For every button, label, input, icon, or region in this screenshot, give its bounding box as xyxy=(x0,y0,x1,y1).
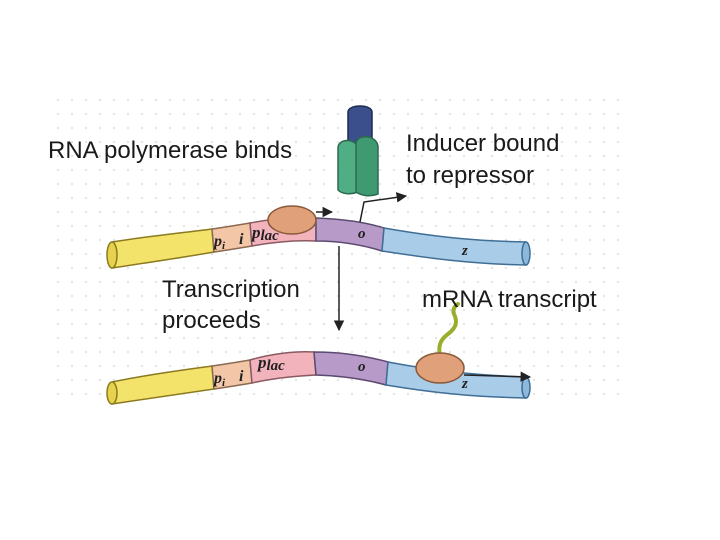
repressor-left xyxy=(337,139,359,195)
strand-end-right xyxy=(521,376,531,399)
i-label: i xyxy=(239,231,244,248)
pi-label: pi xyxy=(212,233,226,252)
plac-label: plac xyxy=(250,223,279,244)
pi-label: pi xyxy=(212,370,226,389)
repressor-right xyxy=(355,136,379,197)
repressor-inducer-complex xyxy=(337,105,408,223)
i-label: i xyxy=(239,368,244,385)
dna-strand-top xyxy=(106,205,531,269)
operator-label: o xyxy=(358,226,366,242)
inducer-bound-label-line2: to repressor xyxy=(406,162,534,189)
operator-label: o xyxy=(358,359,366,375)
mrna-strand xyxy=(437,302,460,358)
transcription-label-line2: proceeds xyxy=(162,307,261,334)
z-label: z xyxy=(461,243,468,259)
strand-end-left xyxy=(106,241,118,269)
rna-polymerase-binds-label: RNA polymerase binds xyxy=(48,137,292,164)
gene-labels-bottom: pi i plac o z xyxy=(212,353,468,392)
gene-labels-top: pi i plac o z xyxy=(212,223,468,259)
inducer-pointer xyxy=(359,192,408,223)
elongation-arrow xyxy=(463,371,532,382)
strand-end-left xyxy=(106,381,118,405)
rna-polymerase-blob xyxy=(415,352,465,384)
z-label: z xyxy=(461,376,468,392)
rna-polymerase-blob xyxy=(267,205,317,235)
inducer-bound-label-line1: Inducer bound xyxy=(406,130,559,157)
dna-strand-bottom xyxy=(106,302,532,405)
mrna-transcript-label: mRNA transcript xyxy=(422,286,597,313)
transcription-label-line1: Transcription xyxy=(162,276,300,303)
strand-end-right xyxy=(521,241,531,266)
plac-label: plac xyxy=(256,353,285,374)
